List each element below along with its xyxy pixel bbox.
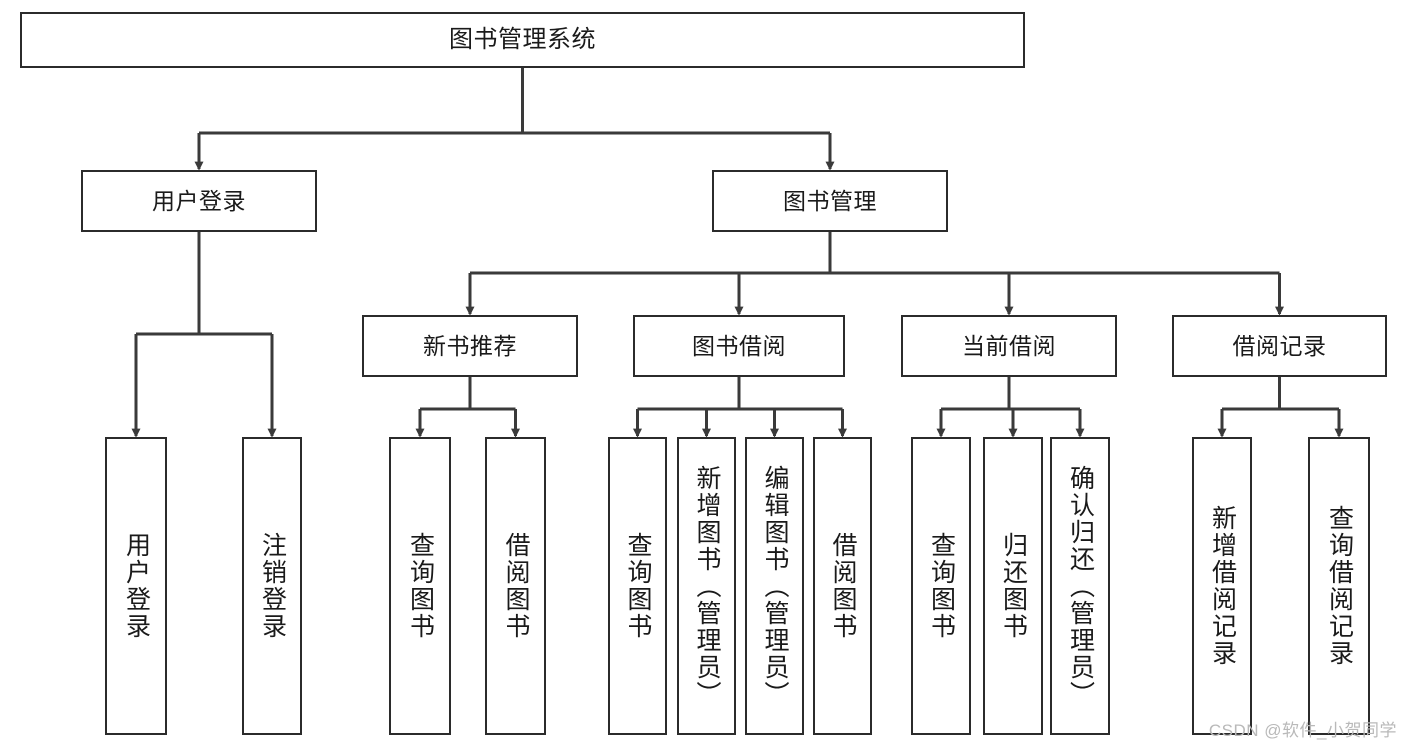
node-label: 确认归还（管理员） xyxy=(1066,464,1095,708)
watermark: CSDN @软件_小贺同学 xyxy=(1208,721,1397,740)
node-book-management[interactable]: 图书管理 xyxy=(712,170,948,232)
node-leaf-current-query-book[interactable]: 查询图书 xyxy=(911,437,971,735)
node-leaf-borrow-query-book[interactable]: 查询图书 xyxy=(608,437,667,735)
node-label: 归还图书 xyxy=(999,532,1028,640)
node-book-borrowing[interactable]: 图书借阅 xyxy=(633,315,845,377)
node-leaf-user-logout[interactable]: 注销登录 xyxy=(242,437,302,735)
node-label: 借阅图书 xyxy=(502,532,530,640)
node-label: 查询图书 xyxy=(624,532,652,640)
node-label: 借阅记录 xyxy=(1232,332,1327,359)
node-label: 新增借阅记录 xyxy=(1208,505,1237,667)
node-label: 新增图书（管理员） xyxy=(693,464,721,708)
node-new-book-recommendation[interactable]: 新书推荐 xyxy=(362,315,578,377)
node-label: 当前借阅 xyxy=(962,332,1056,359)
node-leaf-record-query-record[interactable]: 查询借阅记录 xyxy=(1308,437,1370,735)
node-label: 借阅图书 xyxy=(829,532,857,640)
node-label: 图书借阅 xyxy=(692,332,786,359)
node-leaf-record-add-record[interactable]: 新增借阅记录 xyxy=(1192,437,1252,735)
node-label: 注销登录 xyxy=(258,532,287,640)
node-label: 查询图书 xyxy=(406,532,435,640)
node-label: 编辑图书（管理员） xyxy=(761,464,789,708)
node-label: 新书推荐 xyxy=(423,332,517,359)
node-user-login[interactable]: 用户登录 xyxy=(81,170,317,232)
node-label: 图书管理系统 xyxy=(449,26,596,54)
node-current-borrowing[interactable]: 当前借阅 xyxy=(901,315,1117,377)
node-borrowing-records[interactable]: 借阅记录 xyxy=(1172,315,1387,377)
node-label: 查询图书 xyxy=(927,532,956,640)
node-leaf-newbook-query-book[interactable]: 查询图书 xyxy=(389,437,451,735)
node-leaf-borrow-add-book-admin[interactable]: 新增图书（管理员） xyxy=(677,437,736,735)
node-label: 图书管理 xyxy=(783,187,877,214)
node-label: 用户登录 xyxy=(152,187,246,214)
node-root-book-management-system[interactable]: 图书管理系统 xyxy=(20,12,1025,68)
node-leaf-borrow-edit-book-admin[interactable]: 编辑图书（管理员） xyxy=(745,437,804,735)
node-leaf-user-login[interactable]: 用户登录 xyxy=(105,437,167,735)
node-label: 用户登录 xyxy=(122,532,151,640)
node-leaf-current-confirm-return-admin[interactable]: 确认归还（管理员） xyxy=(1050,437,1110,735)
node-label: 查询借阅记录 xyxy=(1325,505,1354,667)
node-leaf-newbook-borrow-book[interactable]: 借阅图书 xyxy=(485,437,546,735)
node-leaf-borrow-borrow-book[interactable]: 借阅图书 xyxy=(813,437,872,735)
node-leaf-current-return-book[interactable]: 归还图书 xyxy=(983,437,1043,735)
